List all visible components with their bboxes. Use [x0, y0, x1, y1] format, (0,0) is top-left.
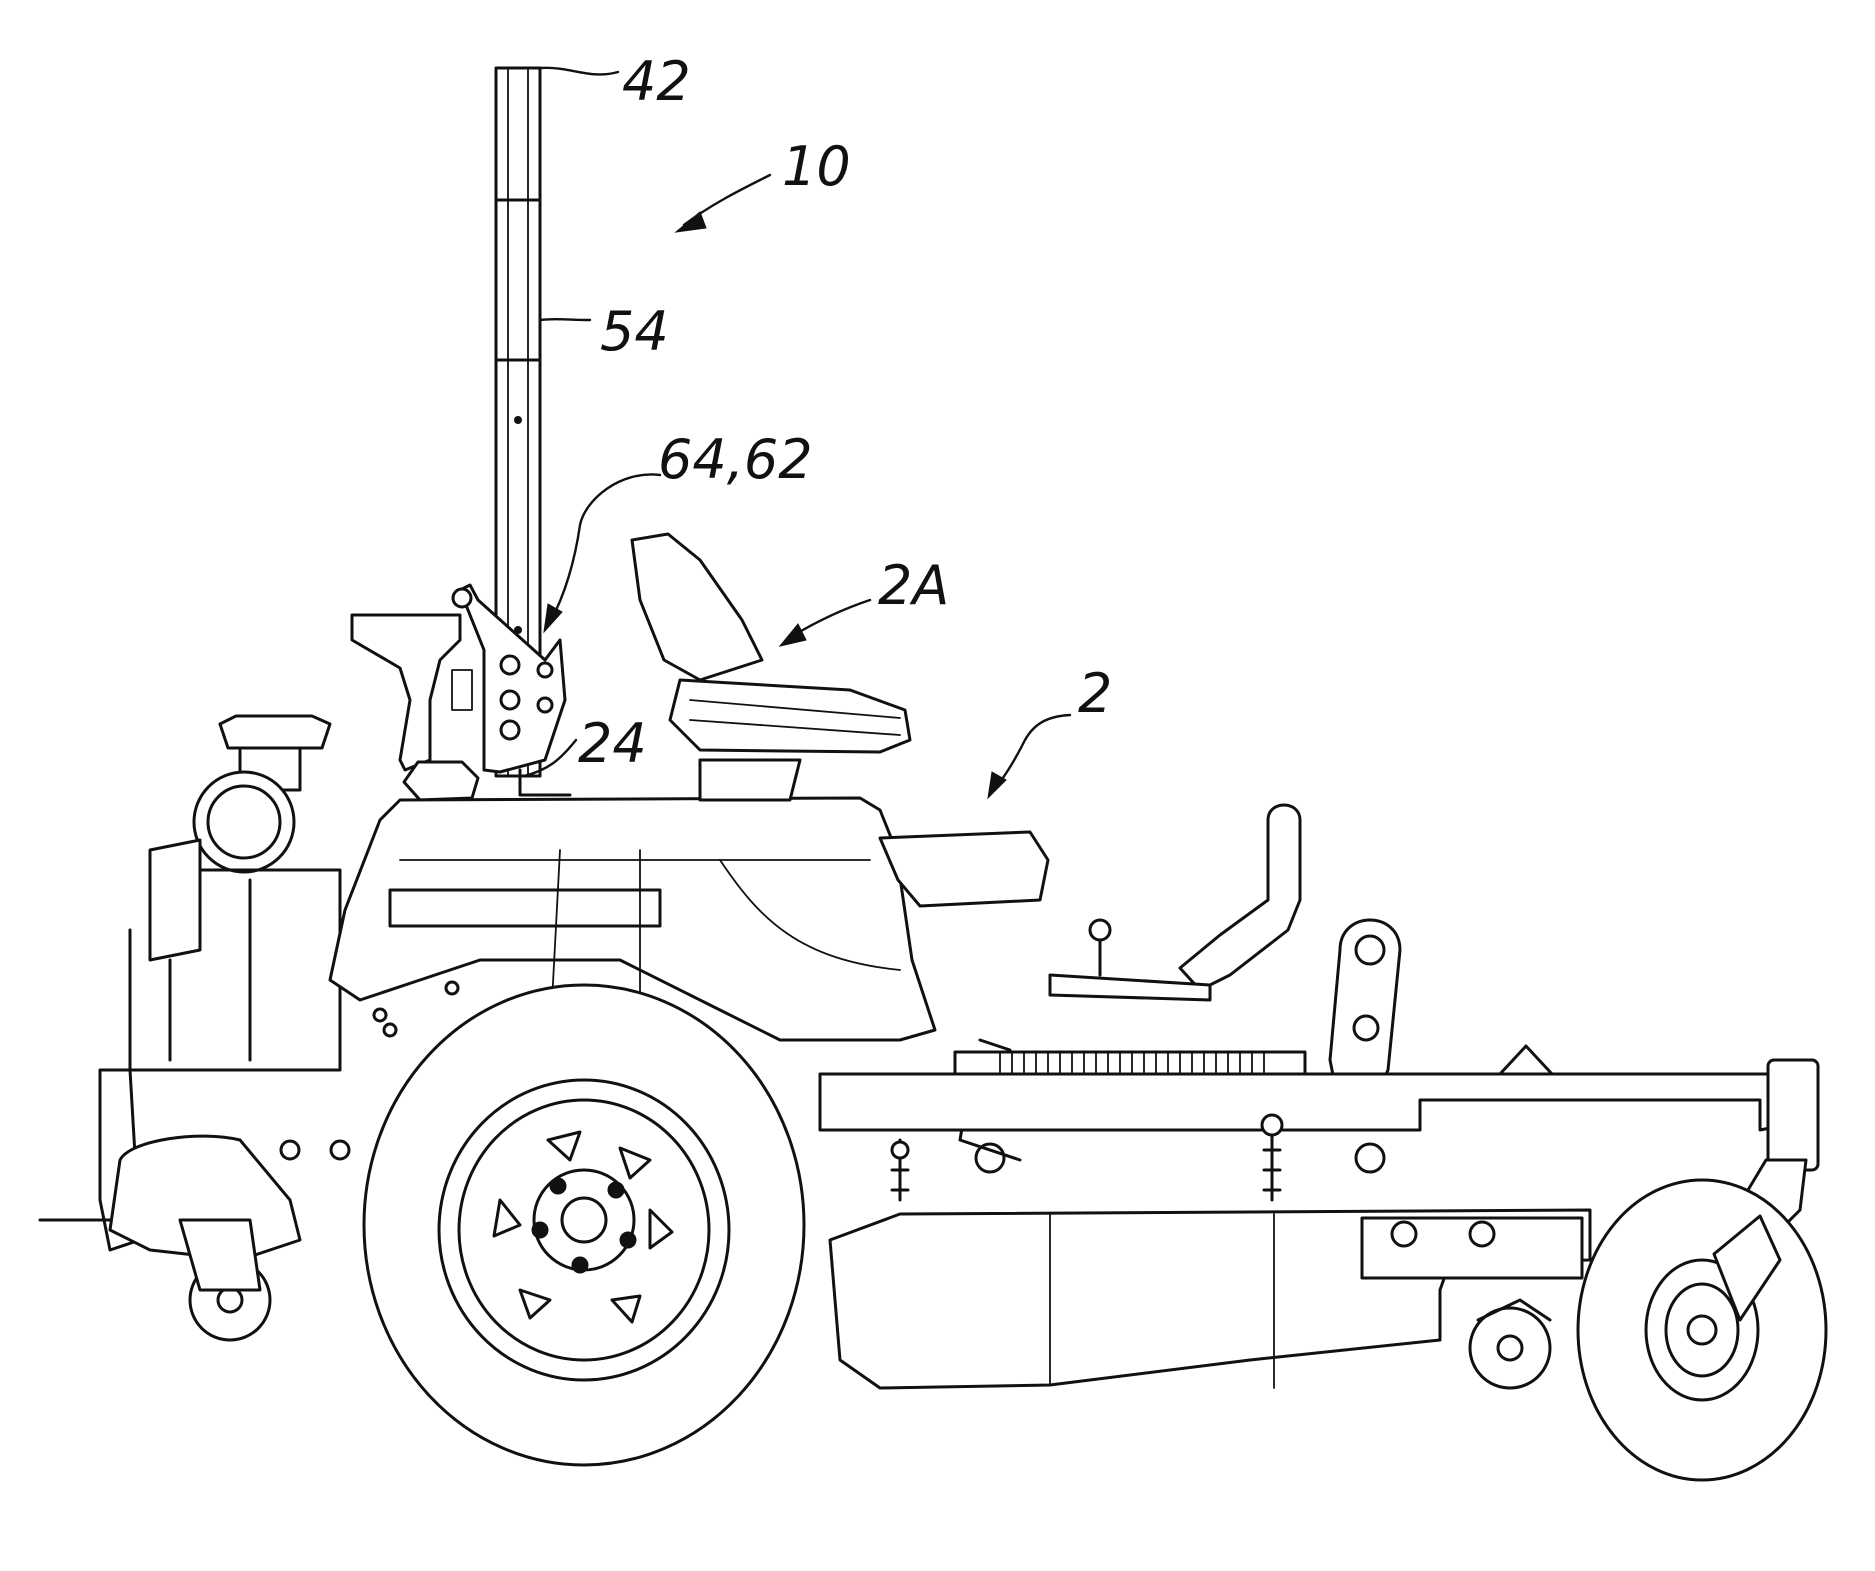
- drive-wheel: [364, 985, 804, 1465]
- label-mast: 42: [622, 50, 691, 113]
- label-mower: 2: [1078, 662, 1112, 725]
- rear-deck-cushion: [880, 832, 1048, 906]
- control-lever: [1050, 805, 1300, 1000]
- label-assembly: 10: [782, 135, 851, 198]
- label-seat: 2A: [878, 554, 949, 617]
- lift-linkage: [960, 920, 1400, 1172]
- operator-seat: [632, 534, 910, 800]
- front-caster-wheel: [1578, 1160, 1826, 1480]
- deck-gauge-wheel: [1470, 1300, 1550, 1388]
- rear-caster: [40, 1070, 349, 1340]
- reference-numerals: 42 10 54 64,62 2A 2 24: [578, 50, 1112, 775]
- tension-spring: [955, 1052, 1305, 1074]
- label-mount: 24: [578, 712, 647, 775]
- label-mast-tube: 54: [600, 300, 669, 363]
- fuel-tank: [352, 615, 478, 800]
- engine-assembly: [130, 716, 340, 1070]
- label-bracket: 64,62: [658, 428, 813, 491]
